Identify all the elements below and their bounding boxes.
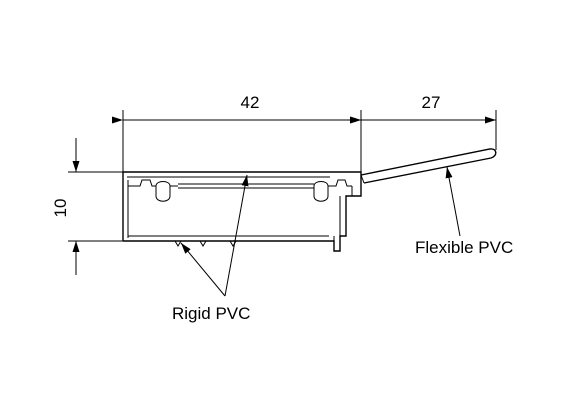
extension-lines (68, 110, 497, 242)
flexible-pvc-leader (445, 166, 461, 237)
flexible-pvc-label: Flexible PVC (415, 238, 513, 257)
width-dimension-label: 42 (241, 93, 260, 112)
height-dimension-label: 10 (51, 199, 70, 218)
rigid-pvc-profile (122, 171, 362, 252)
flexible-pvc-flap (360, 148, 497, 184)
flap-dimension-label: 27 (422, 93, 441, 112)
rigid-pvc-leaders (180, 174, 249, 297)
rigid-pvc-label: Rigid PVC (172, 304, 250, 323)
